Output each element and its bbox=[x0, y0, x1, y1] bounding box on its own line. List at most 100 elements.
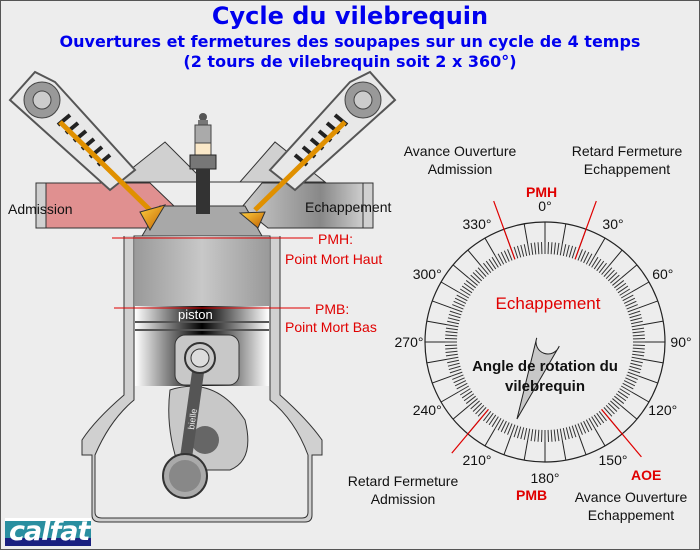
spark-plug bbox=[189, 113, 217, 214]
dial-fine-tick bbox=[465, 280, 476, 289]
page-title: Cycle du vilebrequin bbox=[211, 2, 489, 30]
dial-fine-tick bbox=[447, 359, 460, 364]
dial-fine-tick bbox=[565, 244, 570, 257]
dial-fine-tick bbox=[488, 258, 497, 270]
dial-major-tick bbox=[643, 358, 664, 364]
dial-fine-tick bbox=[598, 411, 607, 422]
dial-fine-tick bbox=[459, 288, 471, 296]
dial-fine-tick bbox=[580, 250, 587, 262]
rfa-line-1: Retard Fermeture bbox=[347, 473, 459, 489]
dial-fine-tick bbox=[459, 388, 471, 396]
dial-fine-tick bbox=[507, 249, 513, 261]
intake-valve bbox=[58, 120, 167, 231]
dial-fine-tick bbox=[626, 374, 638, 380]
dial-fine-tick bbox=[568, 245, 574, 258]
piston-label: piston bbox=[178, 307, 213, 322]
dial-angle-label: 330° bbox=[463, 216, 492, 232]
dial-fine-tick bbox=[614, 280, 625, 289]
rfe-line-1: Retard Fermeture bbox=[571, 143, 683, 159]
dial-major-tick bbox=[608, 249, 623, 266]
dial-fine-tick bbox=[623, 297, 636, 304]
dial-fine-tick bbox=[619, 288, 631, 296]
dial-fine-tick bbox=[523, 427, 528, 440]
dial-center-label-1: Angle de rotation du bbox=[472, 358, 618, 375]
marker-line-aoe bbox=[601, 409, 642, 458]
dial-fine-tick bbox=[612, 398, 622, 407]
dial-fine-tick bbox=[456, 294, 468, 302]
dial-fine-tick bbox=[632, 334, 645, 337]
dial-fine-tick bbox=[610, 274, 620, 284]
cylinder-head bbox=[35, 141, 374, 237]
intake-label: Admission bbox=[8, 201, 73, 217]
dial-face bbox=[458, 255, 632, 429]
dial-fine-tick bbox=[516, 245, 522, 258]
dial-fine-tick bbox=[550, 242, 553, 255]
dial-fine-tick bbox=[605, 404, 615, 415]
dial-fine-tick bbox=[491, 416, 499, 428]
dial-fine-tick bbox=[445, 334, 458, 337]
rfa-annotation: Retard Fermeture Admission bbox=[338, 472, 468, 508]
dial-fine-tick bbox=[513, 425, 519, 438]
dial-fine-tick bbox=[445, 331, 458, 334]
dial-fine-tick bbox=[454, 380, 467, 387]
dial-major-tick bbox=[631, 391, 650, 403]
dial-major-tick bbox=[440, 281, 459, 293]
dial-fine-tick bbox=[565, 427, 570, 440]
dial-fine-tick bbox=[468, 277, 478, 286]
dial-fine-tick bbox=[458, 385, 470, 393]
dial-fine-tick bbox=[448, 365, 461, 371]
dial-major-tick bbox=[621, 405, 638, 420]
dial-major-tick bbox=[503, 435, 512, 455]
pmh-description: Point Mort Haut bbox=[285, 251, 383, 267]
dial-fine-tick bbox=[632, 353, 645, 357]
dial-fine-tick bbox=[534, 429, 537, 442]
aoa-line-2: Admission bbox=[427, 161, 493, 177]
dial-fine-tick bbox=[485, 260, 494, 272]
dial-fine-tick bbox=[480, 265, 489, 275]
dial-fine-tick bbox=[622, 294, 634, 302]
dial-fine-tick bbox=[461, 285, 473, 294]
dial-fine-tick bbox=[494, 255, 502, 267]
rfe-annotation: Retard Fermeture Echappement bbox=[562, 142, 692, 178]
dial-major-tick bbox=[467, 249, 482, 266]
dial-fine-tick bbox=[577, 423, 583, 435]
dial-fine-tick bbox=[453, 300, 465, 307]
dial-fine-tick bbox=[585, 253, 593, 265]
dial-fine-tick bbox=[520, 244, 525, 257]
dial-fine-tick bbox=[461, 390, 473, 399]
pmh-label: PMH: bbox=[318, 231, 353, 247]
dial-major-tick bbox=[594, 237, 606, 256]
dial-fine-tick bbox=[447, 362, 460, 367]
dial-fine-tick bbox=[614, 395, 625, 404]
dial-center-label-2: vilebrequin bbox=[504, 378, 586, 395]
dial-fine-tick bbox=[583, 251, 590, 264]
aoa-line-1: Avance Ouverture bbox=[403, 143, 517, 159]
dial-fine-tick bbox=[520, 427, 525, 440]
dial-fine-tick bbox=[562, 427, 567, 440]
dial-fine-tick bbox=[445, 353, 458, 357]
dial-major-tick bbox=[523, 223, 529, 244]
dial-fine-tick bbox=[530, 429, 534, 442]
dial-fine-tick bbox=[449, 310, 462, 316]
dial-fine-tick bbox=[615, 282, 627, 291]
dial-fine-tick bbox=[562, 244, 567, 257]
dial-fine-tick bbox=[523, 244, 528, 257]
dial-fine-tick bbox=[446, 324, 459, 328]
dial-fine-tick bbox=[472, 402, 483, 412]
dial-fine-tick bbox=[632, 331, 645, 334]
aoe-annotation: Avance Ouverture Echappement bbox=[566, 488, 696, 524]
dial-angle-label: 270° bbox=[395, 334, 424, 350]
cylinder-bore bbox=[135, 236, 269, 306]
dial-fine-tick bbox=[491, 256, 499, 268]
dial-fine-tick bbox=[559, 243, 563, 256]
dial-fine-tick bbox=[458, 291, 470, 299]
dial-fine-tick bbox=[556, 242, 560, 255]
dial-major-tick bbox=[643, 320, 664, 326]
dial-fine-tick bbox=[483, 262, 492, 273]
dial-major-tick bbox=[432, 300, 452, 309]
dial-fine-tick bbox=[632, 327, 645, 331]
dial-angle-label: 150° bbox=[599, 452, 628, 468]
pmh-marker-label: PMH bbox=[526, 184, 558, 200]
dial-fine-tick bbox=[497, 253, 505, 265]
